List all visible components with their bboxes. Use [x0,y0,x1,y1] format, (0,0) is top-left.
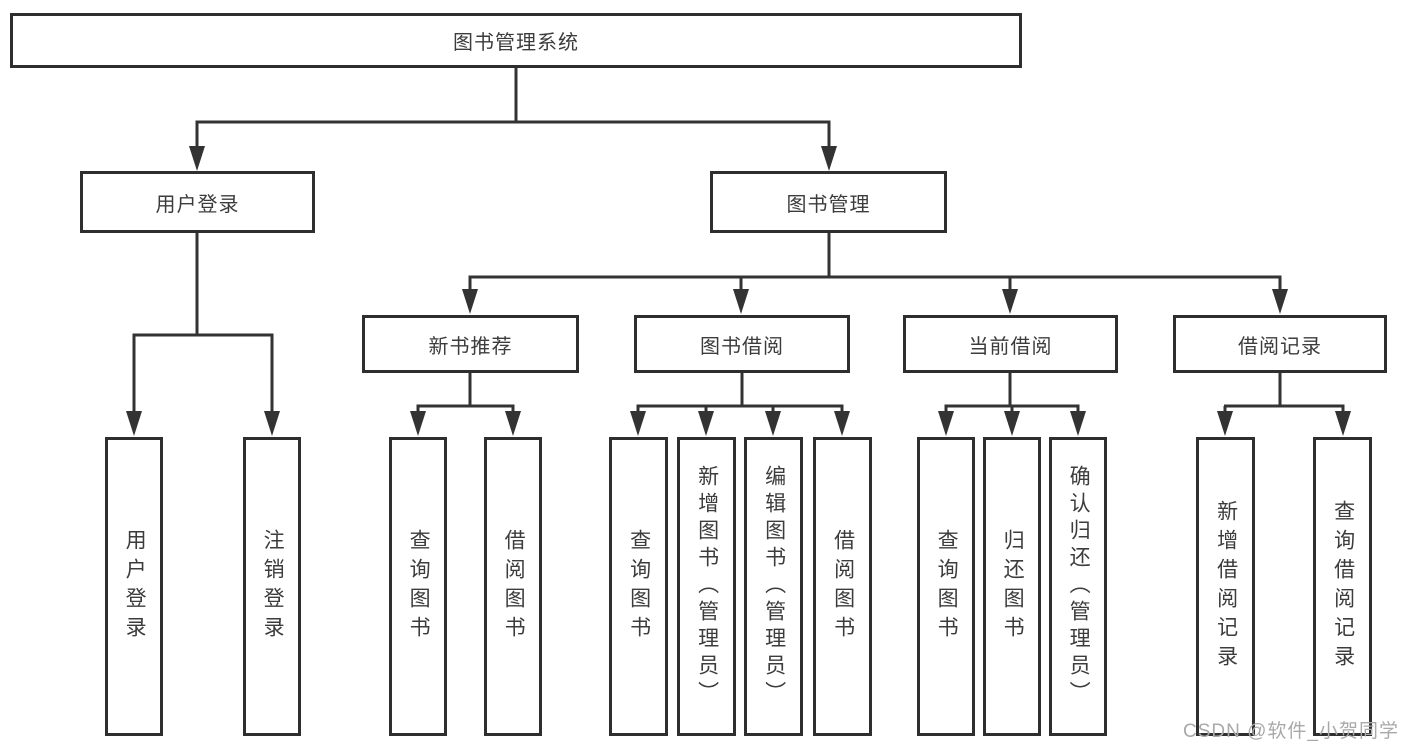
leaf-user-login: 用户登录 [105,437,163,736]
leaf-edit-book-admin: 编辑图书（管理员） [744,437,803,736]
node-root-system: 图书管理系统 [10,13,1022,68]
leaf-query-borrow-record-label: 查询借阅记录 [1331,499,1355,674]
node-new-book-recommend: 新书推荐 [362,315,579,373]
node-root-label: 图书管理系统 [453,32,579,54]
leaf-logout: 注销登录 [243,437,301,736]
node-borrow-record-label: 借阅记录 [1238,335,1322,358]
leaf-borrow-query-book: 查询图书 [609,437,668,736]
leaf-return-book-label: 归还图书 [1001,528,1025,645]
leaf-current-query-book-label: 查询图书 [935,528,959,645]
leaf-newbook-query-book: 查询图书 [389,437,447,736]
arrowhead-icons [126,146,1351,436]
csdn-watermark: CSDN @软件_小贺同学 [1183,721,1399,742]
node-book-borrow-label: 图书借阅 [700,335,784,358]
leaf-add-book-admin-label: 新增图书（管理员） [695,465,719,708]
leaf-newbook-borrow-book-label: 借阅图书 [502,528,526,645]
node-user-login: 用户登录 [80,171,315,233]
node-borrow-record: 借阅记录 [1173,315,1387,373]
leaf-borrow-borrow-book: 借阅图书 [813,437,872,736]
node-current-borrow: 当前借阅 [903,315,1118,373]
leaf-borrow-query-book-label: 查询图书 [627,528,651,645]
leaf-confirm-return-admin-label: 确认归还（管理员） [1067,465,1091,708]
leaf-logout-label: 注销登录 [261,528,285,645]
node-book-borrow: 图书借阅 [634,315,850,373]
leaf-newbook-query-book-label: 查询图书 [407,528,431,645]
leaf-query-borrow-record: 查询借阅记录 [1313,437,1372,736]
leaf-return-book: 归还图书 [983,437,1041,736]
leaf-edit-book-admin-label: 编辑图书（管理员） [762,465,786,708]
leaf-user-login-label: 用户登录 [123,528,147,645]
node-book-management: 图书管理 [710,171,947,233]
leaf-add-borrow-record-label: 新增借阅记录 [1214,499,1238,674]
node-book-management-label: 图书管理 [786,193,871,216]
node-new-book-recommend-label: 新书推荐 [428,335,513,358]
leaf-add-book-admin: 新增图书（管理员） [677,437,736,736]
node-user-login-label: 用户登录 [155,193,240,216]
leaf-newbook-borrow-book: 借阅图书 [484,437,542,736]
leaf-borrow-borrow-book-label: 借阅图书 [831,528,855,645]
leaf-add-borrow-record: 新增借阅记录 [1196,437,1255,736]
leaf-current-query-book: 查询图书 [917,437,975,736]
node-current-borrow-label: 当前借阅 [968,335,1053,358]
leaf-confirm-return-admin: 确认归还（管理员） [1049,437,1107,736]
